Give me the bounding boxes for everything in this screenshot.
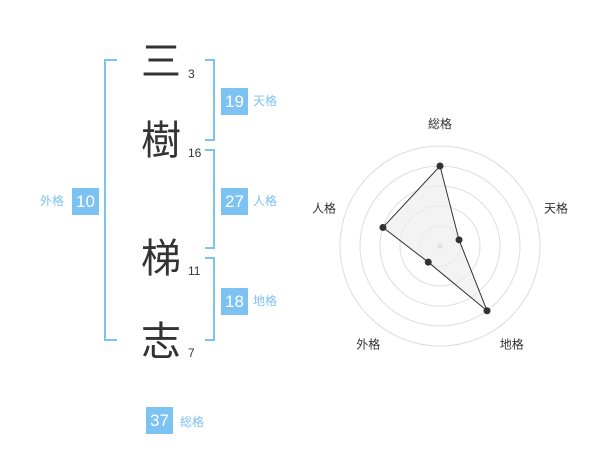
radar-polygon (382, 164, 488, 312)
radar-axis-label: 天格 (544, 200, 568, 215)
radar-point (379, 223, 387, 231)
radar-point (436, 162, 444, 170)
stroke-count-2: 16 (188, 146, 202, 160)
jinkaku-label: 人格 (253, 194, 278, 208)
jinkaku-value: 27 (221, 188, 248, 215)
radar-ring (339, 145, 541, 347)
gaikaku-value: 10 (72, 188, 99, 215)
radar-axis-label: 地格 (500, 337, 524, 352)
stroke-count-3: 11 (188, 264, 201, 278)
stroke-count-1: 3 (188, 67, 195, 81)
stroke-count-4: 7 (188, 346, 195, 360)
radar-axis-label: 総格 (428, 116, 452, 131)
jinkaku-bracket (205, 149, 215, 249)
name-char-4: 志 (141, 319, 181, 365)
radar-axis-label: 人格 (312, 200, 336, 215)
radar-point (455, 236, 463, 244)
tenkaku-label: 天格 (253, 94, 278, 108)
radar-point (483, 307, 491, 315)
soukaku-label: 総格 (180, 415, 205, 429)
name-char-2: 樹 (141, 118, 181, 164)
soukaku-value: 37 (146, 407, 173, 434)
tenkaku-value: 19 (221, 88, 248, 115)
radar-axis-label: 外格 (356, 337, 380, 352)
gaikaku-label: 外格 (40, 194, 65, 208)
name-char-3: 梯 (141, 236, 181, 282)
radar-point (424, 258, 432, 266)
chikaku-value: 18 (221, 288, 248, 315)
gaikaku-bracket (104, 59, 117, 341)
chikaku-label: 地格 (253, 294, 278, 308)
tenkaku-bracket (205, 59, 215, 141)
name-char-1: 三 (141, 39, 181, 85)
chikaku-bracket (205, 257, 215, 341)
